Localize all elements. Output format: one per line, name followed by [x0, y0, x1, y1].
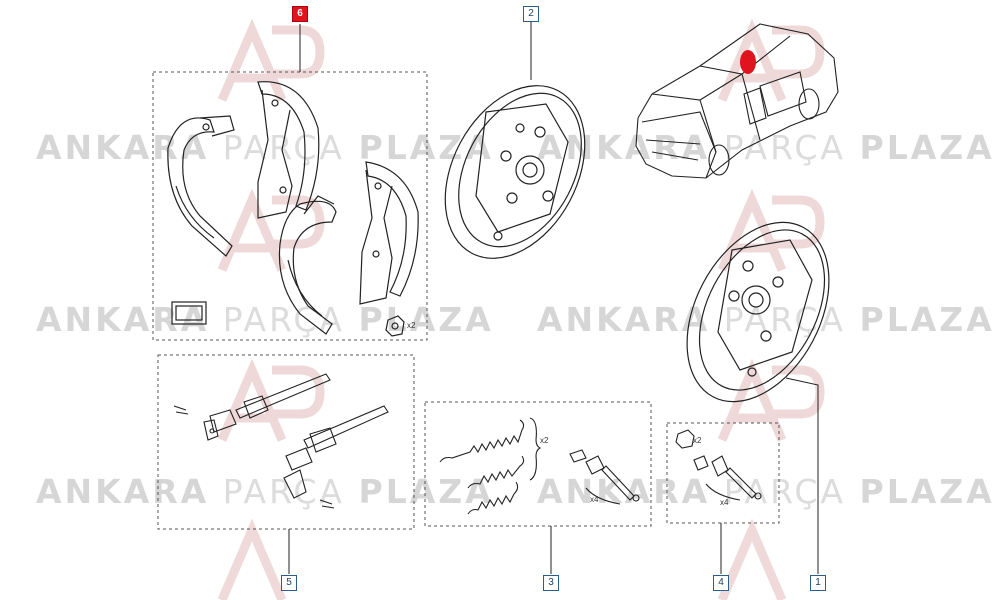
- adjuster-rod-1: [235, 373, 331, 419]
- springs: [439, 417, 640, 515]
- group-box-4-pins: [666, 422, 780, 524]
- brake-shoe-2: [257, 81, 320, 211]
- car-illustration: [635, 23, 839, 179]
- leader-lines: [288, 22, 819, 574]
- callout-3[interactable]: 3: [543, 575, 559, 591]
- callout-4[interactable]: 4: [713, 575, 729, 591]
- spring-2: [467, 455, 525, 489]
- lining-pad: [171, 301, 207, 325]
- adjuster-rod-2: [303, 405, 389, 449]
- spring-1: [439, 419, 525, 463]
- group-box-6-brake-shoes: [152, 71, 428, 341]
- backing-plate-2: [444, 85, 586, 259]
- adjuster-nut: [385, 315, 405, 337]
- group-boxes: [152, 71, 780, 530]
- leader-1: [785, 377, 819, 574]
- callout-5[interactable]: 5: [281, 575, 297, 591]
- qty-pins-group-4: x4: [720, 498, 729, 507]
- ap-logo-watermarks: [217, 18, 825, 600]
- backing-plate-1: [686, 221, 830, 403]
- callout-1[interactable]: 1: [810, 575, 826, 591]
- brake-shoe-1: [167, 117, 233, 257]
- group-box-3-springs: [424, 401, 652, 527]
- qty-cup-group-4: x2: [693, 436, 702, 445]
- qty-springs: x2: [540, 436, 549, 445]
- callout-2[interactable]: 2: [523, 6, 539, 22]
- spring-3: [467, 481, 519, 515]
- qty-pins-group-3: x4: [590, 495, 599, 504]
- brake-shoe-4: [365, 161, 419, 297]
- brake-shoes: [167, 81, 419, 337]
- adjuster-parts: [173, 373, 389, 509]
- pins-group-4: [675, 429, 762, 501]
- qty-adjuster-nut: x2: [407, 321, 416, 330]
- car-highlight-spot: [740, 50, 756, 74]
- callout-6[interactable]: 6: [292, 6, 308, 22]
- group-box-5-adjusters: [157, 354, 415, 530]
- brake-shoe-3: [278, 200, 337, 335]
